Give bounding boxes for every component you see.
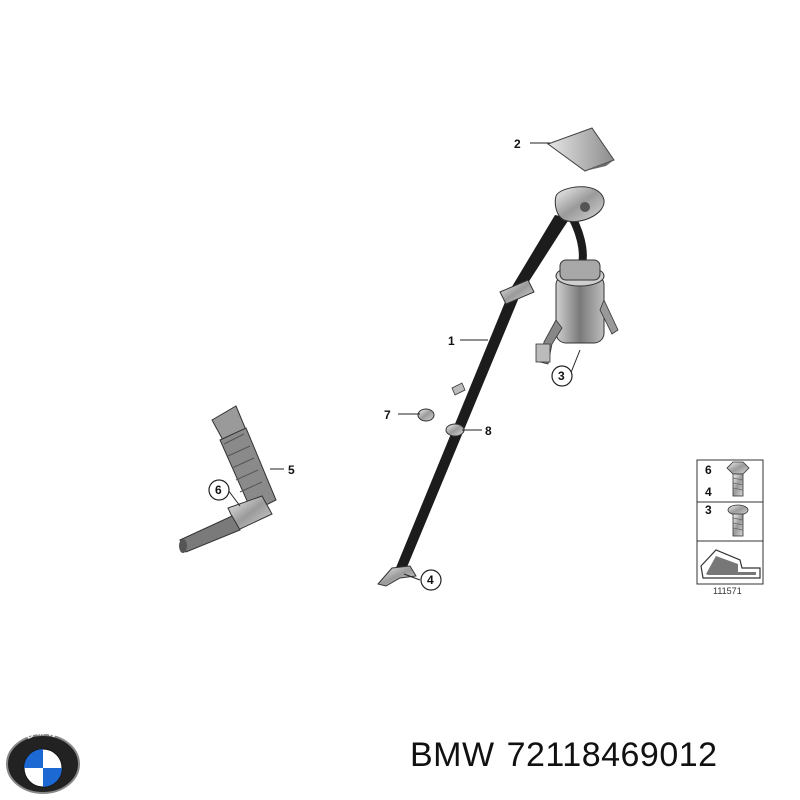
part-3-retractor [535, 259, 619, 365]
direction-arrow-icon [700, 549, 761, 579]
caption-brand: BMW [410, 736, 495, 774]
callout-6: 6 [208, 479, 230, 501]
callout-3: 3 [551, 365, 573, 387]
callout-5: 5 [288, 463, 295, 477]
part-5-buckle [179, 405, 277, 553]
part-1-belt-webbing [377, 186, 605, 587]
diagram-reference-number: 111571 [713, 586, 742, 596]
torx-bolt-icon [727, 504, 749, 537]
svg-text:7: 7 [384, 408, 391, 422]
legend-label-4: 4 [705, 485, 712, 499]
svg-text:5: 5 [288, 463, 295, 477]
legend-label-6: 6 [705, 463, 712, 477]
svg-text:1: 1 [448, 334, 455, 348]
callout-2: 2 [514, 137, 521, 151]
logo-text: BMW [25, 728, 58, 741]
part-8-clip [445, 423, 465, 437]
hex-bolt-icon [726, 461, 750, 497]
legend-label-3: 3 [705, 503, 712, 517]
callout-7: 7 [384, 408, 391, 422]
svg-text:BMW: BMW [25, 728, 61, 741]
fastener-legend: 6 4 3 111571 [696, 459, 764, 596]
part-2-cover [546, 127, 615, 172]
svg-text:3: 3 [558, 369, 565, 383]
caption-part-number: 72118469012 [506, 736, 718, 774]
part-7-clip [417, 408, 435, 422]
svg-text:8: 8 [485, 424, 492, 438]
svg-text:6: 6 [215, 483, 222, 497]
part-caption: BMW 72118469012 [410, 736, 730, 775]
callout-lines [227, 142, 581, 581]
callout-1: 1 [448, 334, 455, 348]
callout-4: 4 [420, 569, 442, 591]
svg-text:2: 2 [514, 137, 521, 151]
bmw-logo: BMW [6, 728, 80, 794]
svg-text:4: 4 [427, 573, 434, 587]
callout-8: 8 [485, 424, 492, 438]
